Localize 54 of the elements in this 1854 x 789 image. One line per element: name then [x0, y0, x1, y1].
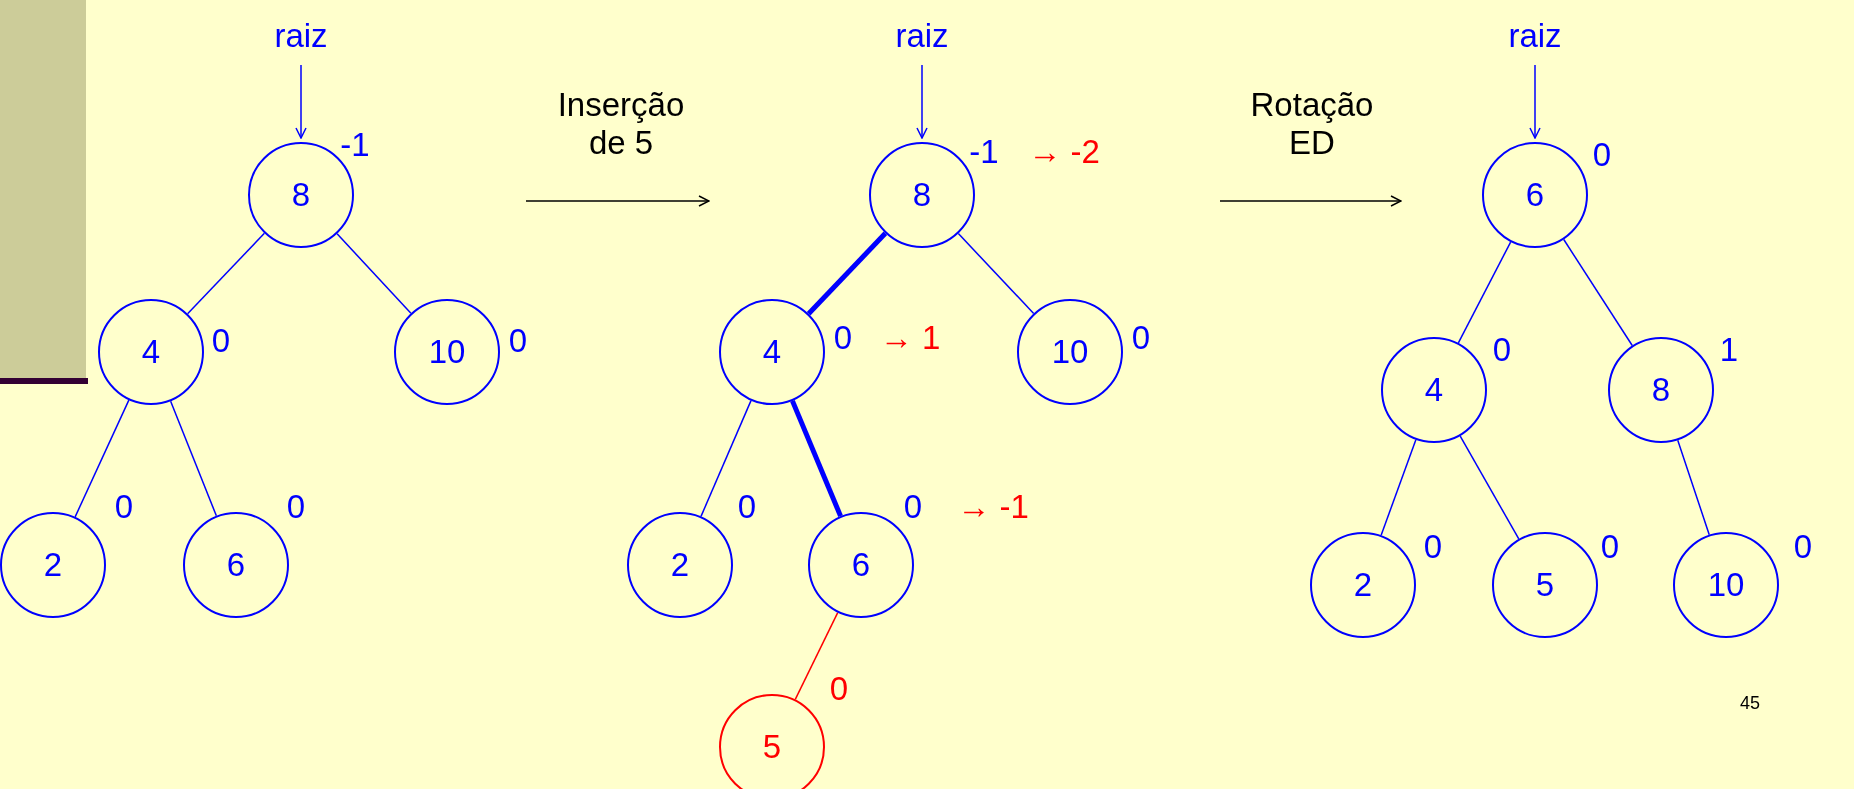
- balance-factor: 0: [286, 489, 306, 523]
- tree-node-circle: 6: [183, 512, 289, 618]
- arrow: [916, 64, 928, 139]
- tree-edge: [1457, 241, 1512, 344]
- balance-factor: 0: [508, 323, 528, 357]
- balance-factor: 0: [1600, 529, 1620, 563]
- balance-factor: 0: [1793, 529, 1813, 563]
- balance-factor: 0: [211, 323, 231, 357]
- tree-node-circle: 5: [1492, 532, 1598, 638]
- tree-edge: [1459, 435, 1520, 540]
- balance-factor: 0: [829, 671, 849, 705]
- tree-node-circle: 5: [719, 694, 825, 789]
- tree-node-circle: 10: [394, 299, 500, 405]
- tree-edge: [790, 399, 843, 518]
- balance-factor: 0: [1492, 332, 1512, 366]
- arrow: [295, 64, 307, 139]
- root-label: raiz: [1508, 18, 1562, 52]
- tree-node-circle: 10: [1017, 299, 1123, 405]
- balance-factor: 1: [1719, 332, 1739, 366]
- root-label: raiz: [274, 18, 328, 52]
- transition-label: Rotação ED: [1249, 86, 1375, 162]
- balance-factor: → -1: [957, 489, 1029, 523]
- tree-node-circle: 4: [719, 299, 825, 405]
- balance-factor: → 1: [879, 320, 941, 354]
- tree-node-circle: 10: [1673, 532, 1779, 638]
- transition-label: Inserção de 5: [556, 86, 686, 162]
- tree-node-circle: 4: [1381, 337, 1487, 443]
- tree-edge: [1677, 439, 1710, 536]
- root-label: raiz: [895, 18, 949, 52]
- tree-edge: [1563, 238, 1633, 347]
- balance-factor: 0: [114, 489, 134, 523]
- balance-factor: 0: [1423, 529, 1443, 563]
- balance-factor: 0: [1131, 320, 1151, 354]
- tree-node-circle: 2: [0, 512, 106, 618]
- tree-node-circle: 2: [1310, 532, 1416, 638]
- balance-factor: 0: [737, 489, 757, 523]
- tree-node-circle: 6: [1482, 142, 1588, 248]
- tree-edge: [700, 399, 752, 518]
- tree-edge: [74, 399, 130, 518]
- tree-edge: [1380, 439, 1417, 536]
- tree-node-circle: 4: [98, 299, 204, 405]
- balance-factor: → -2: [1028, 134, 1100, 168]
- tree-node-circle: 2: [627, 512, 733, 618]
- tree-edge: [806, 231, 888, 316]
- arrow: [1529, 64, 1541, 139]
- tree-edge: [186, 232, 266, 315]
- balance-factor: 0: [1592, 137, 1612, 171]
- page-number: 45: [1740, 692, 1760, 714]
- tree-edge: [336, 233, 412, 314]
- tree-edge: [169, 400, 218, 517]
- tree-edge: [794, 611, 839, 701]
- balance-factor: 0: [833, 320, 853, 354]
- tree-node-circle: 8: [1608, 337, 1714, 443]
- tree-edge: [957, 232, 1035, 315]
